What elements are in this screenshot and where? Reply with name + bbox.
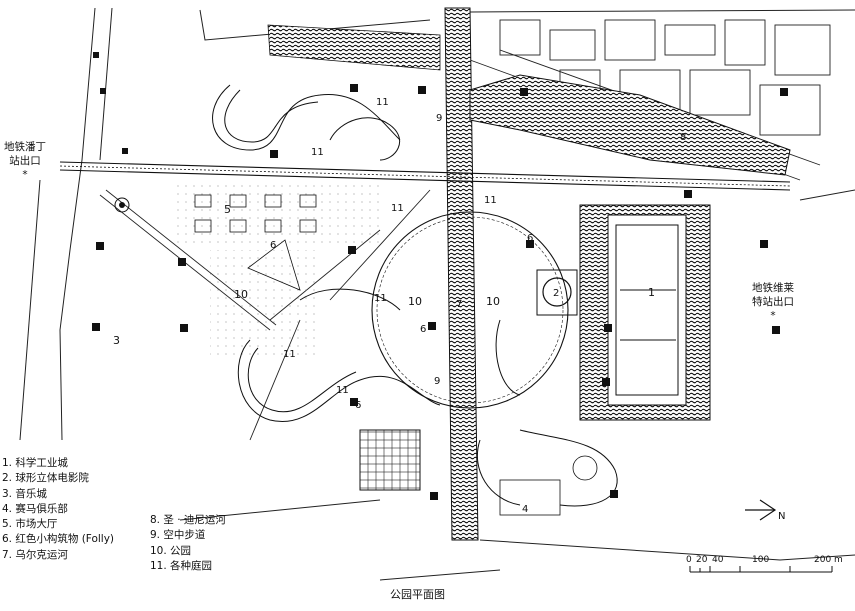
label-10-park-a: 10 [234, 288, 248, 301]
legend-item-1: 1. 科学工业城 [2, 457, 68, 469]
label-6-folly-c: 6 [420, 324, 426, 335]
horse-club-area [499, 455, 598, 516]
legend-item-7: 7. 乌尔克运河 [2, 548, 68, 561]
metro-exit-west-line1: 地铁潘丁 [4, 141, 46, 153]
legend-item-11: 11. 各种庭园 [150, 559, 213, 572]
label-11-gardens-e: 11 [374, 293, 387, 304]
winding-garden-paths [212, 84, 618, 507]
legend-item-4: 4. 赛马俱乐部 [2, 502, 68, 515]
scale-tick-100: 100 [752, 555, 770, 565]
label-6-folly-a: 6 [270, 240, 276, 251]
scale-bar [689, 566, 833, 573]
plan-caption: 公园平面图 [390, 588, 445, 601]
map-number-labels: 1 2 3 4 5 6 6 6 6 7 8 9 9 10 10 10 11 11… [113, 97, 686, 515]
legend-item-2: 2. 球形立体电影院 [2, 472, 89, 485]
metro-exit-east-line2: 特站出口 [752, 296, 794, 308]
label-10-park-b: 10 [408, 295, 422, 308]
label-8-saint-denis-canal: 8 [680, 132, 686, 143]
label-1-science-city: 1 [648, 286, 655, 299]
fountain [114, 197, 130, 213]
metro-exit-east-mark: * [770, 310, 776, 322]
label-11-gardens-b: 11 [311, 147, 324, 158]
legend-item-6: 6. 红色小构筑物 (Folly) [2, 533, 115, 546]
folies [92, 52, 788, 500]
label-9-skywalk-a: 9 [436, 113, 442, 124]
triangle-folly [247, 239, 301, 291]
legend-item-8: 8. 圣 · 迪尼运河 [150, 514, 226, 526]
label-6-folly-b: 6 [527, 233, 533, 244]
label-11-gardens-c: 11 [391, 203, 404, 214]
label-5-market-hall: 5 [224, 203, 231, 216]
market-hall-zone [175, 185, 380, 245]
metro-exit-west-label: 地铁潘丁 站出口 * [4, 140, 46, 182]
plaza-grid [359, 429, 421, 491]
label-11-gardens-a: 11 [376, 97, 389, 108]
label-10-park-c: 10 [486, 295, 500, 308]
legend-item-10: 10. 公园 [150, 544, 192, 557]
label-9-skywalk-b: 9 [434, 376, 440, 387]
canal-ourcq [444, 7, 479, 541]
legend-item-9: 9. 空中步道 [150, 529, 206, 542]
outer-roads [19, 7, 855, 581]
park-lawn-zone [210, 250, 320, 360]
metro-exit-west-line2: 站出口 [9, 155, 41, 167]
market-hall-blocks [194, 194, 317, 233]
canal-strip-north [267, 24, 441, 71]
science-city-building [579, 204, 711, 421]
legend-item-3: 3. 音乐城 [2, 487, 47, 500]
metro-exit-west-mark: * [22, 169, 28, 181]
label-4-horse-club: 4 [522, 504, 528, 515]
canal-saint-denis [469, 74, 791, 176]
scale-tick-0: 0 [686, 555, 692, 565]
north-label: N [778, 511, 785, 522]
skywalk-east-west [59, 161, 791, 191]
legend-column-1: 1. 科学工业城 2. 球形立体电影院 3. 音乐城 4. 赛马俱乐部 5. 市… [2, 456, 114, 563]
label-11-gardens-d: 11 [484, 195, 497, 206]
north-arrow [745, 499, 777, 521]
label-7-ourcq-canal: 7 [456, 299, 462, 310]
metro-exit-east-line1: 地铁维莱 [752, 282, 794, 294]
label-2-geode: 2 [553, 288, 559, 299]
label-11-gardens-g: 11 [336, 385, 349, 396]
geode-building [536, 269, 578, 316]
label-6-folly-d: 6 [355, 400, 361, 411]
scale-tick-200m: 200 m [814, 555, 843, 565]
legend-column-2: 8. 圣 · 迪尼运河 9. 空中步道 10. 公园 11. 各种庭园 [150, 513, 226, 574]
scale-tick-20: 20 [696, 555, 708, 565]
label-11-gardens-f: 11 [283, 349, 296, 360]
legend-item-5: 5. 市场大厅 [2, 518, 58, 531]
circular-walkway [371, 211, 569, 409]
scale-tick-40: 40 [712, 555, 724, 565]
label-3-music-city: 3 [113, 334, 120, 347]
metro-exit-east-label: 地铁维莱 特站出口 * [752, 281, 794, 323]
